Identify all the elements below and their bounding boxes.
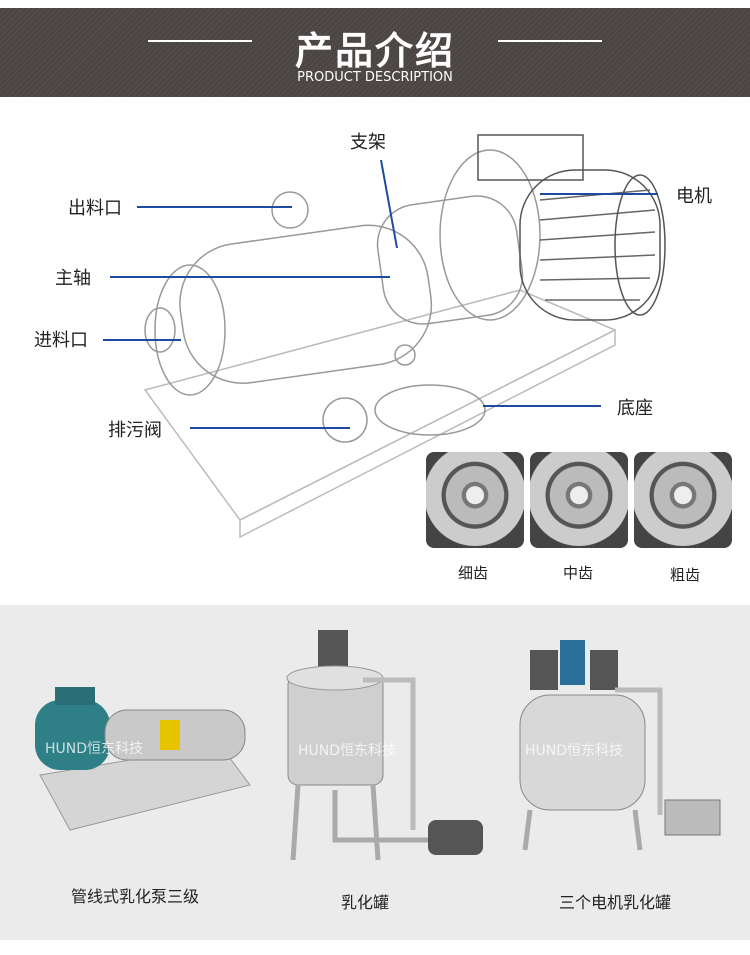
emulsifying-tank-photo <box>286 630 483 861</box>
label-fine: 细齿 <box>458 564 489 582</box>
watermark: HUND恒东科技 <box>45 741 144 757</box>
motor-pointer <box>540 193 658 195</box>
label-motor: 电机 <box>676 186 712 207</box>
inlet-pointer <box>103 339 181 341</box>
drain-valve-pointer <box>190 427 350 429</box>
medium-rotor-image <box>530 452 628 548</box>
label-shaft: 主轴 <box>55 268 91 289</box>
shaft-pointer <box>110 276 390 278</box>
label-outlet: 出料口 <box>68 198 122 219</box>
divider-right <box>498 40 602 42</box>
caption-three-motor-tank: 三个电机乳化罐 <box>558 893 671 912</box>
bracket-pointer <box>380 159 398 249</box>
three-motor-tank-photo <box>519 640 721 851</box>
header-banner: 产品介绍 PRODUCT DESCRIPTION <box>0 8 750 97</box>
divider-left <box>148 40 252 42</box>
outlet-pointer <box>137 206 292 208</box>
watermark: HUND恒东科技 <box>298 743 397 759</box>
inline-pump-photo <box>35 687 251 831</box>
fine-rotor-image <box>426 452 524 548</box>
caption-emulsifying-tank: 乳化罐 <box>340 893 389 912</box>
page-subtitle: PRODUCT DESCRIPTION <box>297 70 453 85</box>
coarse-rotor-image <box>634 452 732 548</box>
base-pointer <box>483 405 601 407</box>
label-medium: 中齿 <box>563 564 594 582</box>
label-inlet: 进料口 <box>34 330 88 351</box>
page-title: 产品介绍 <box>294 29 455 73</box>
caption-inline-pump: 管线式乳化泵三级 <box>70 887 199 906</box>
machine-diagram <box>143 134 666 539</box>
label-bracket: 支架 <box>350 132 386 153</box>
label-drain-valve: 排污阀 <box>108 420 162 441</box>
label-base: 底座 <box>617 398 653 419</box>
label-coarse: 粗齿 <box>670 566 701 584</box>
products-section: HUND恒东科技 HUND恒东科技 HUND恒东科技 管线式乳化泵三级 乳化罐 … <box>0 605 750 940</box>
watermark: HUND恒东科技 <box>525 743 624 759</box>
